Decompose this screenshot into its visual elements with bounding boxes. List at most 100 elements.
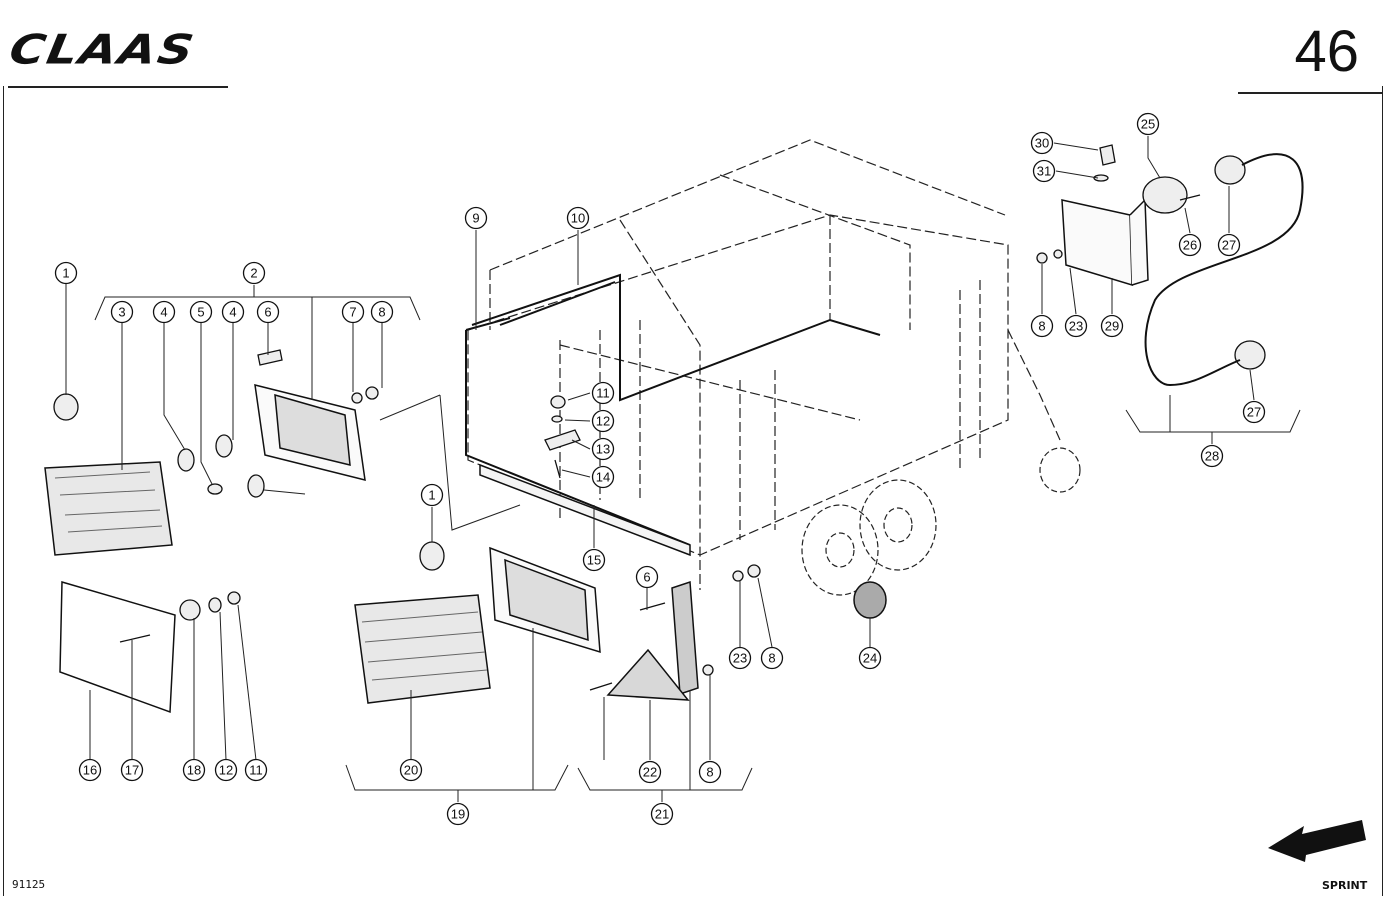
left-lamp-housing <box>254 384 366 481</box>
callout-label: 13 <box>596 442 610 457</box>
callout-circle <box>78 758 102 782</box>
callout-label: 6 <box>264 305 271 320</box>
callout-label: 1 <box>62 266 69 281</box>
callout-label: 3 <box>118 305 125 320</box>
callout-circle <box>635 565 659 589</box>
callout-label: 23 <box>733 651 747 666</box>
light-bar <box>479 463 691 557</box>
plug-cable <box>1144 153 1304 387</box>
callout-label: 8 <box>1038 319 1045 334</box>
callout-circle <box>591 437 615 461</box>
callout-circle <box>242 261 266 285</box>
callout-label: 12 <box>596 414 610 429</box>
callout-circle <box>728 646 752 670</box>
callout-label: 14 <box>596 470 610 485</box>
callout-circle <box>1136 112 1160 136</box>
callout-circle <box>420 483 444 507</box>
callout-circle <box>1178 233 1202 257</box>
left-small-parts <box>53 349 379 643</box>
callout-circle <box>182 758 206 782</box>
callout-circle <box>244 758 268 782</box>
callout-circle <box>152 300 176 324</box>
callout-circle <box>650 802 674 826</box>
licence-plate <box>59 581 176 714</box>
callout-circle <box>120 758 144 782</box>
callout-label: 5 <box>197 305 204 320</box>
right-small-parts <box>419 395 761 691</box>
callout-circle <box>591 381 615 405</box>
callout-label: 17 <box>125 763 139 778</box>
callout-label: 4 <box>229 305 236 320</box>
callout-label: 7 <box>349 305 356 320</box>
callout-label: 31 <box>1037 164 1051 179</box>
callout-label: 6 <box>643 570 650 585</box>
trailer-wheels <box>801 447 1081 596</box>
callout-label: 1 <box>428 488 435 503</box>
callout-circle <box>591 409 615 433</box>
callout-circle <box>582 548 606 572</box>
reflector-strip <box>671 580 699 696</box>
callout-label: 8 <box>768 651 775 666</box>
callout-circle <box>1030 314 1054 338</box>
right-tail-lamp-lens <box>354 594 491 704</box>
callout-circle <box>464 206 488 230</box>
callout-label: 22 <box>643 765 657 780</box>
right-lamp-housing <box>489 546 601 654</box>
callout-circle <box>566 206 590 230</box>
callout-label: 23 <box>1069 319 1083 334</box>
callout-label: 4 <box>160 305 167 320</box>
callout-circle <box>341 300 365 324</box>
leader-lines <box>65 136 1301 802</box>
callout-label: 15 <box>587 553 601 568</box>
callout-label: 21 <box>655 807 669 822</box>
header-rule <box>8 86 228 88</box>
socket-bracket <box>1061 198 1149 287</box>
socket-and-plug <box>1036 144 1266 370</box>
callout-label: 16 <box>83 763 97 778</box>
callout-label: 27 <box>1247 405 1261 420</box>
callout-label: 30 <box>1035 136 1049 151</box>
callout-circle <box>638 760 662 784</box>
callout-circle <box>1217 233 1241 257</box>
page-number: 46 <box>1294 19 1359 84</box>
model-name: SPRINT <box>1322 879 1368 892</box>
callout-label: 25 <box>1141 117 1155 132</box>
callout-label: 2 <box>250 266 257 281</box>
callout-label: 10 <box>571 211 585 226</box>
diagram-frame <box>3 86 1383 896</box>
callout-circle <box>110 300 134 324</box>
page-number-rule <box>1238 92 1383 94</box>
callout-label: 8 <box>706 765 713 780</box>
trailer-outline <box>467 139 1061 590</box>
callout-circle <box>214 758 238 782</box>
callout-label: 24 <box>863 651 877 666</box>
callout-label: 27 <box>1222 238 1236 253</box>
callout-circle <box>1064 314 1088 338</box>
round-reflector <box>853 581 887 619</box>
callout-circle <box>370 300 394 324</box>
callout-label: 28 <box>1205 449 1219 464</box>
callout-circle <box>1242 400 1266 424</box>
callout-label: 26 <box>1183 238 1197 253</box>
callout-label: 19 <box>451 807 465 822</box>
callout-circle <box>591 465 615 489</box>
callout-label: 29 <box>1105 319 1119 334</box>
callout-circle <box>1030 131 1054 155</box>
drawing-code: 91125 <box>12 878 46 891</box>
warning-triangle <box>606 648 690 701</box>
callout-circle <box>399 758 423 782</box>
callout-label: 12 <box>219 763 233 778</box>
callout-label: 11 <box>596 386 610 401</box>
callout-circle <box>189 300 213 324</box>
direction-arrow <box>1268 820 1366 862</box>
callout-circle <box>1100 314 1124 338</box>
callout-label: 11 <box>249 763 263 778</box>
callout-circle <box>256 300 280 324</box>
wiring-harness <box>465 273 881 546</box>
callout-circle <box>1200 444 1224 468</box>
callout-circle <box>698 760 722 784</box>
callout-circle <box>221 300 245 324</box>
